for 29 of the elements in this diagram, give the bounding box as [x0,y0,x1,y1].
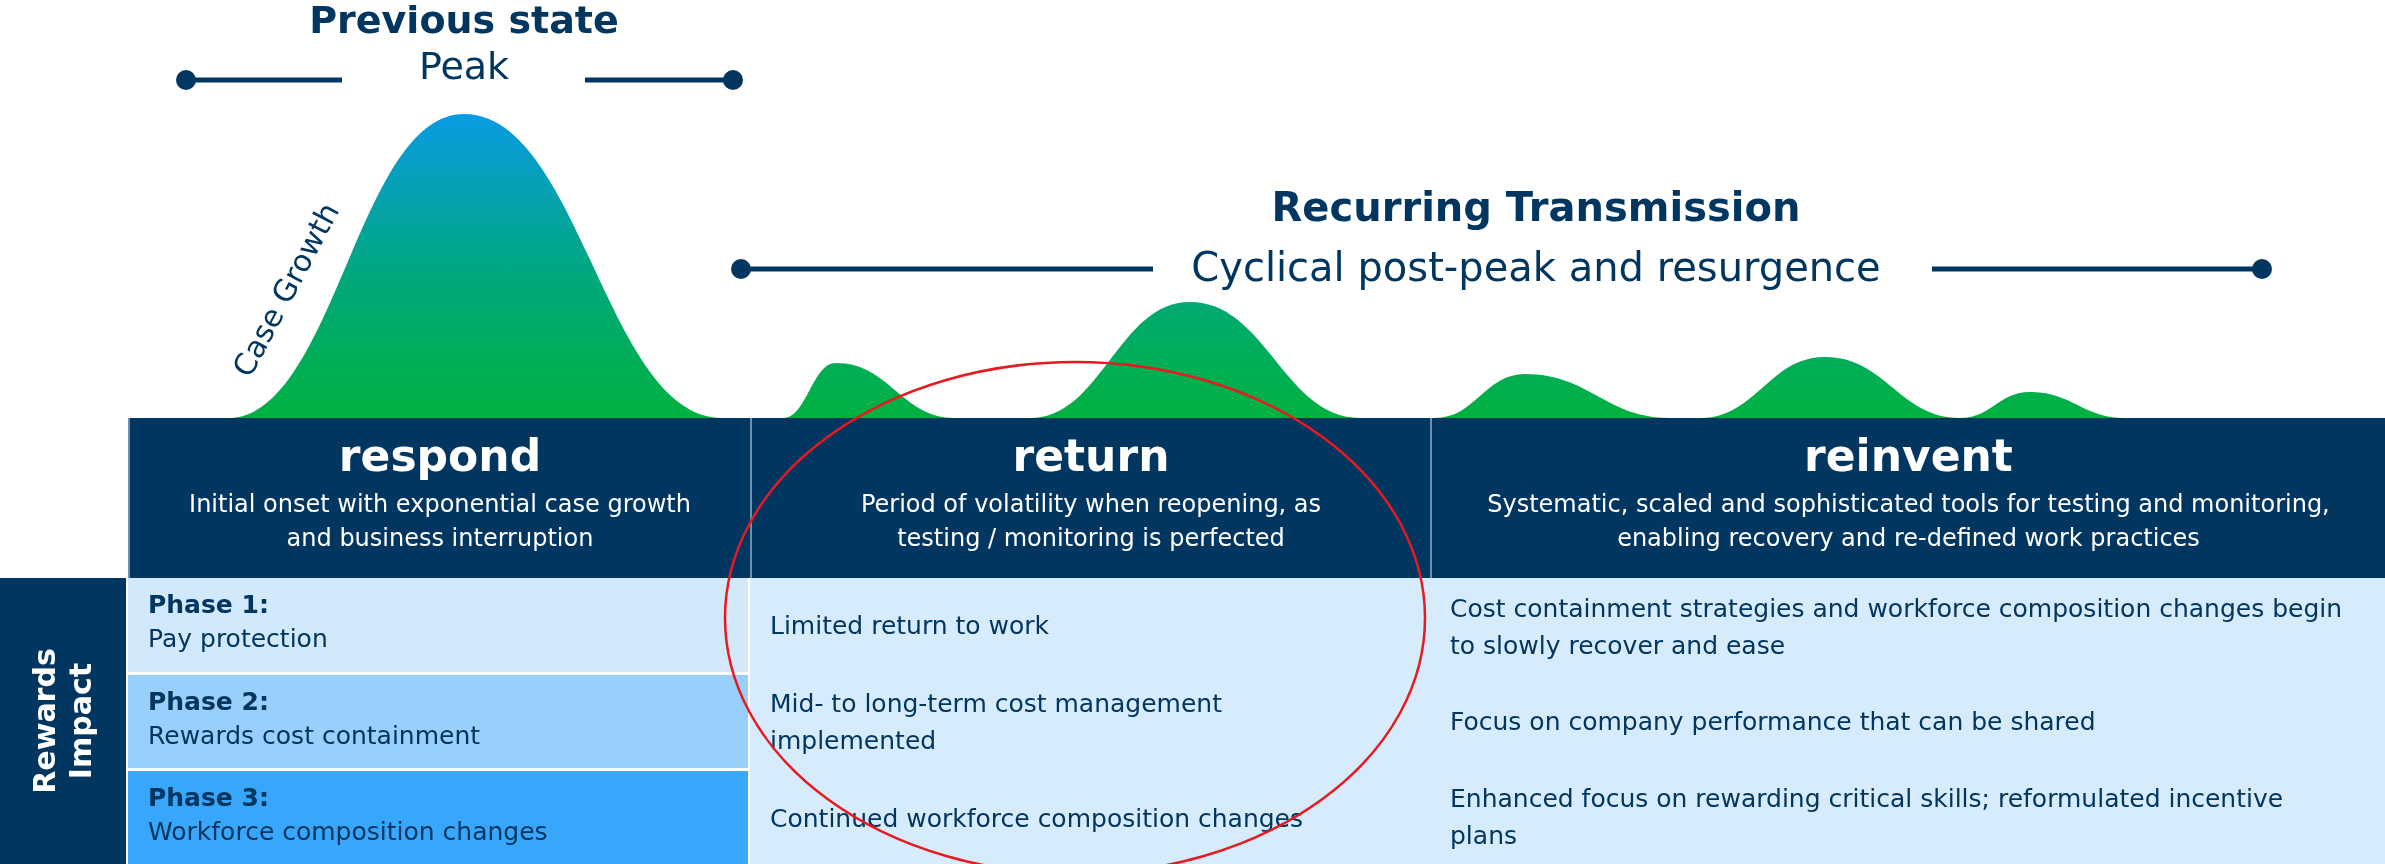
phase-cell [128,578,748,672]
column-title: respond [338,430,542,481]
subheading: Cyclical post-peak and resurgence [1191,244,1881,290]
column-description: Period of volatility when reopening, as testing / monitoring is perfected [859,489,1323,554]
row-header-text: Rewards Impact [27,647,99,796]
phase-description: Workforce composition changes [148,816,549,848]
column-description: Systematic, scaled and sophisticated tools for testing and monitoring, enabling recovery and re-defined work practices [1486,489,2331,554]
column-header [750,418,1430,578]
heading: Previous state [309,0,619,42]
cell-text: Enhanced focus on rewarding critical skills; reformulated incentive plans [1450,780,2350,854]
phase-description: Rewards cost containment [148,720,482,752]
column-description: Initial onset with exponential case growth and business interruption [188,489,692,554]
row-header [0,578,126,864]
phase-cell [128,771,748,864]
subheading: Peak [418,44,510,88]
phase-description: Pay protection [148,623,329,655]
cell-text: Cost containment strategies and workforce composition changes begin to slowly recover and ease [1450,590,2350,664]
phase-label: Phase 1: [148,589,269,621]
column-title: reinvent [1804,430,2013,481]
cell-text: Limited return to work [770,607,1390,644]
phase-cell [128,675,748,768]
column-header [128,418,750,578]
column-header [1430,418,2385,578]
cell-text: Mid- to long-term cost management implemented [770,685,1330,759]
heading: Recurring Transmission [1271,184,1801,230]
phase-label: Phase 2: [148,686,269,718]
phase-label: Phase 3: [148,782,269,814]
cell-text: Focus on company performance that can be shared [1450,703,2350,740]
column-title: return [1012,430,1170,481]
